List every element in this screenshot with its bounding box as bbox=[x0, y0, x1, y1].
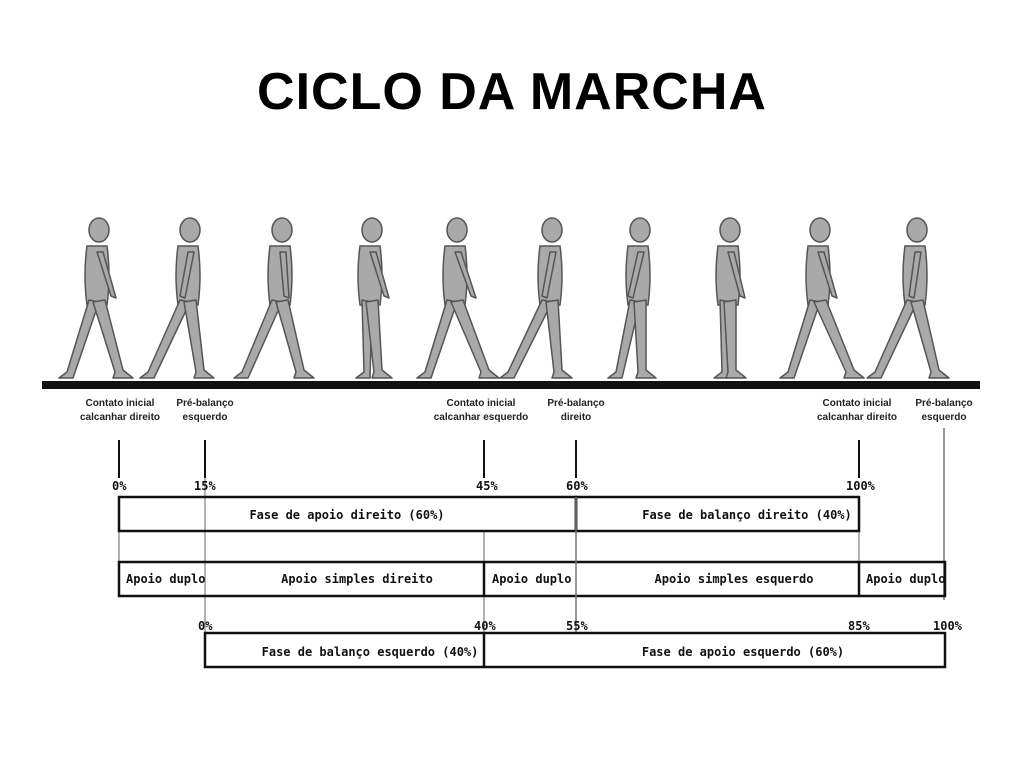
event-label-preswing-right: Pré-balanço direito bbox=[547, 398, 604, 423]
walking-figure bbox=[416, 217, 500, 379]
walking-figure bbox=[139, 217, 215, 379]
walking-figure bbox=[779, 217, 865, 379]
walking-figure bbox=[355, 217, 393, 379]
svg-text:esquerdo: esquerdo bbox=[921, 412, 966, 423]
svg-text:Contato inicial: Contato inicial bbox=[447, 398, 516, 409]
event-label-preswing-left: Pré-balanço esquerdo bbox=[176, 398, 233, 423]
svg-text:Contato inicial: Contato inicial bbox=[86, 398, 155, 409]
event-label-preswing-left-2: Pré-balanço esquerdo bbox=[915, 398, 972, 423]
event-label-initial-contact-right-2: Contato inicial calcanhar direito bbox=[817, 398, 897, 423]
support-single-left: Apoio simples esquerdo bbox=[655, 572, 814, 586]
walking-figure bbox=[607, 217, 657, 379]
svg-text:calcanhar direito: calcanhar direito bbox=[817, 412, 897, 423]
svg-text:Pré-balanço: Pré-balanço bbox=[176, 398, 233, 409]
walking-figure bbox=[713, 217, 747, 379]
walking-figure bbox=[233, 217, 315, 379]
support-double-1: Apoio duplo bbox=[126, 572, 205, 586]
left-pct-40: 40% bbox=[474, 619, 496, 633]
svg-text:Pré-balanço: Pré-balanço bbox=[547, 398, 604, 409]
right-stance-label: Fase de apoio direito (60%) bbox=[249, 508, 444, 522]
connector-lines bbox=[118, 478, 860, 632]
left-pct-100: 100% bbox=[933, 619, 963, 633]
ground-line bbox=[42, 381, 980, 389]
support-double-2: Apoio duplo bbox=[492, 572, 571, 586]
pct-label-15: 15% bbox=[194, 479, 216, 493]
walking-figure bbox=[58, 217, 134, 379]
pct-label-0: 0% bbox=[112, 479, 127, 493]
svg-text:calcanhar direito: calcanhar direito bbox=[80, 412, 160, 423]
left-pct-85: 85% bbox=[848, 619, 870, 633]
walking-figure bbox=[499, 217, 573, 379]
svg-text:esquerdo: esquerdo bbox=[182, 412, 227, 423]
walking-figures bbox=[58, 217, 950, 379]
left-swing-label: Fase de balanço esquerdo (40%) bbox=[262, 645, 479, 659]
left-pct-55: 55% bbox=[566, 619, 588, 633]
support-dividers bbox=[482, 562, 861, 596]
right-swing-label: Fase de balanço direito (40%) bbox=[642, 508, 852, 522]
support-single-right: Apoio simples direito bbox=[281, 572, 433, 586]
pct-label-60: 60% bbox=[566, 479, 588, 493]
page-title: CICLO DA MARCHA bbox=[257, 63, 767, 121]
event-label-initial-contact-left: Contato inicial calcanhar esquerdo bbox=[434, 398, 528, 423]
svg-text:Pré-balanço: Pré-balanço bbox=[915, 398, 972, 409]
event-tick-lines bbox=[118, 440, 860, 478]
svg-text:Contato inicial: Contato inicial bbox=[823, 398, 892, 409]
support-double-3: Apoio duplo bbox=[866, 572, 945, 586]
support-phase-box bbox=[117, 560, 947, 598]
walking-figure bbox=[866, 217, 950, 379]
svg-text:direito: direito bbox=[561, 412, 592, 423]
svg-text:calcanhar esquerdo: calcanhar esquerdo bbox=[434, 412, 528, 423]
left-stance-label: Fase de apoio esquerdo (60%) bbox=[642, 645, 844, 659]
event-label-initial-contact-right: Contato inicial calcanhar direito bbox=[80, 398, 160, 423]
pct-label-45: 45% bbox=[476, 479, 498, 493]
left-pct-0: 0% bbox=[198, 619, 213, 633]
left-phase-box bbox=[203, 631, 947, 669]
pct-label-100: 100% bbox=[846, 479, 876, 493]
